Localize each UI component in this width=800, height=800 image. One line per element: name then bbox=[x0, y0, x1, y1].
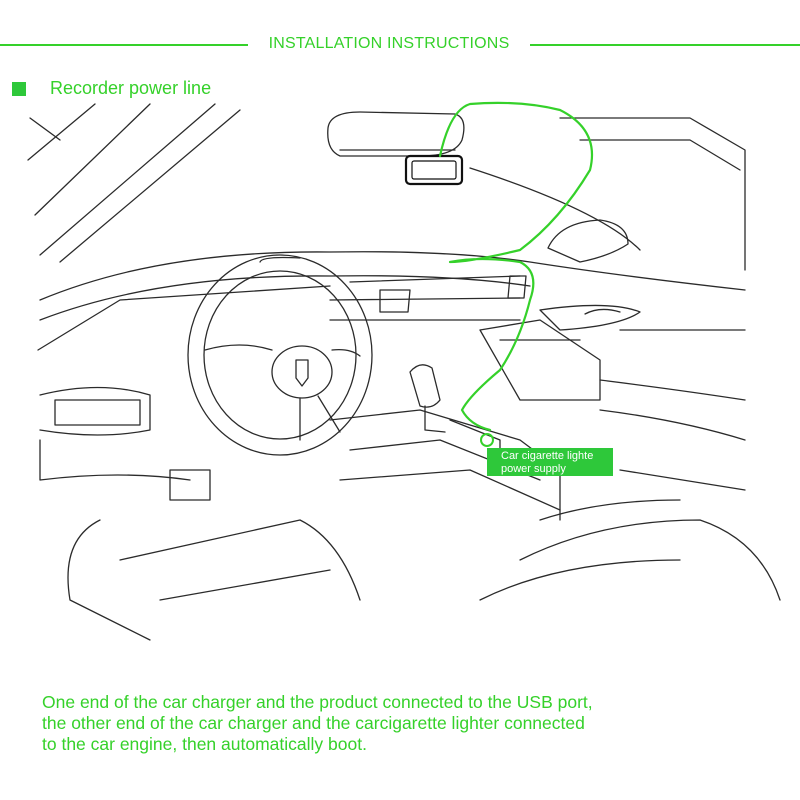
rearview-mirror bbox=[327, 111, 465, 157]
callout-line-1: Car cigarette lighte bbox=[501, 450, 594, 462]
caption-line-3: to the car engine, then automatically bo… bbox=[42, 734, 367, 754]
installation-caption: One end of the car charger and the produ… bbox=[42, 692, 782, 755]
dash-camera bbox=[404, 154, 464, 186]
steering-wheel bbox=[187, 254, 373, 456]
seats bbox=[67, 469, 781, 641]
windshield-frame bbox=[27, 103, 746, 271]
cigarette-lighter-callout: Car cigarette lighte power supply bbox=[487, 448, 613, 476]
section-header: INSTALLATION INSTRUCTIONS bbox=[0, 30, 800, 60]
side-mirror bbox=[547, 219, 629, 263]
car-interior-illustration bbox=[27, 101, 781, 641]
header-title: INSTALLATION INSTRUCTIONS bbox=[268, 35, 510, 52]
recorder-power-line bbox=[438, 101, 594, 432]
center-console bbox=[329, 319, 601, 521]
legend-label: Recorder power line bbox=[50, 78, 212, 98]
dashboard bbox=[37, 251, 746, 481]
caption-line-2: the other end of the car charger and the… bbox=[42, 713, 585, 733]
caption-line-1: One end of the car charger and the produ… bbox=[42, 692, 593, 712]
callout-line-2: power supply bbox=[501, 463, 566, 475]
header-rule-left bbox=[0, 44, 248, 46]
charger-plug-marker bbox=[480, 433, 494, 447]
header-rule-right bbox=[530, 44, 800, 46]
legend-swatch bbox=[12, 82, 26, 96]
door-panel bbox=[599, 329, 746, 491]
